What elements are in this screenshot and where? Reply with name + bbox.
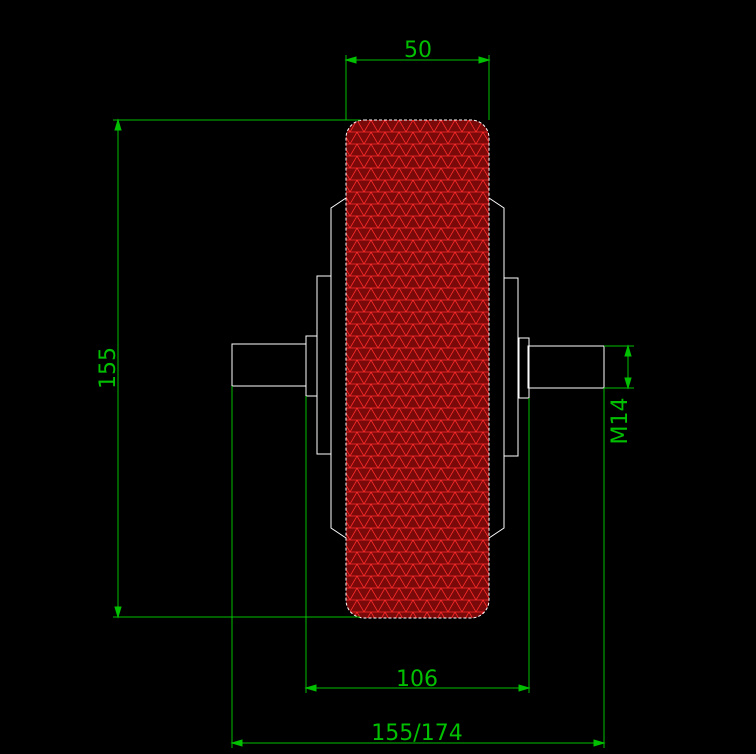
- right-axle: [527, 345, 605, 389]
- dimension-lines: [113, 55, 634, 748]
- tire-diameter-label: 155: [96, 347, 121, 389]
- right-rim: [488, 197, 505, 539]
- left-rim: [330, 197, 347, 539]
- right-nut: [518, 337, 530, 399]
- tire-width-label: 50: [404, 38, 432, 63]
- hub-width-label: 106: [396, 667, 438, 692]
- overall-width-label: 155/174: [371, 721, 462, 746]
- tire-tread: [345, 119, 490, 619]
- axle-thread-label: M14: [608, 398, 633, 445]
- wheel-outline: [231, 197, 605, 539]
